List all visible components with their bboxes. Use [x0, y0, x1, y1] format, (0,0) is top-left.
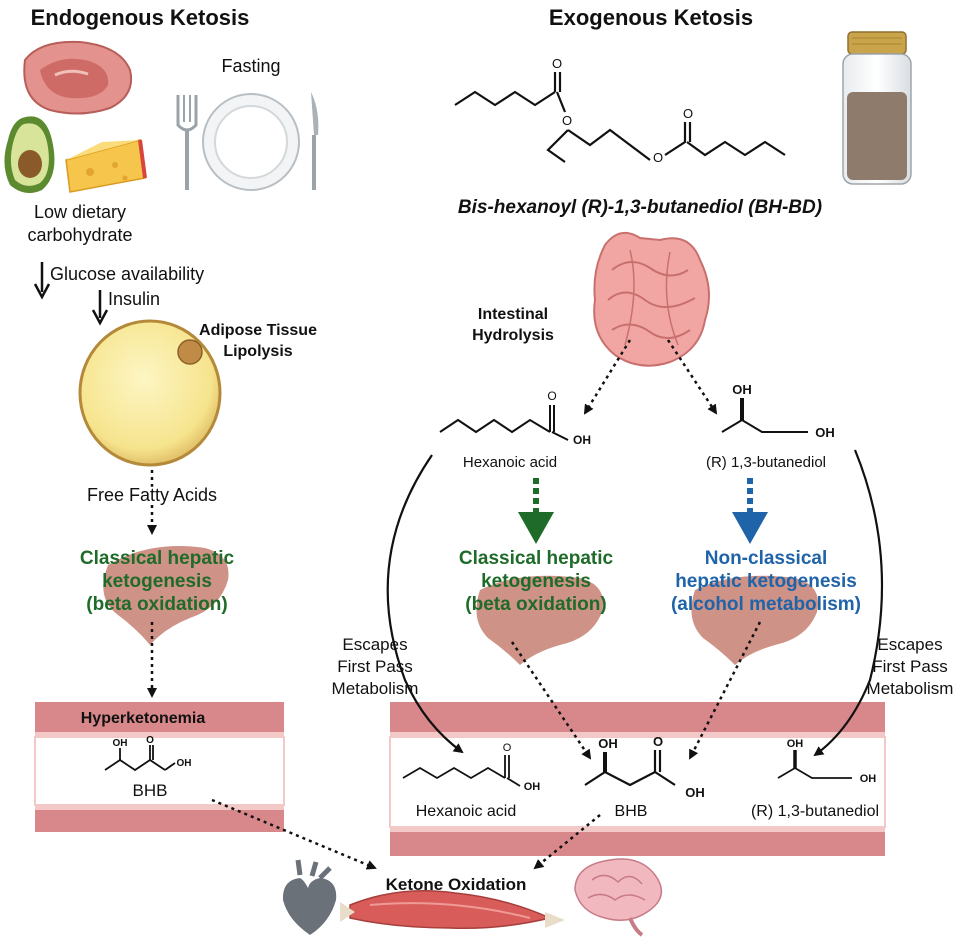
bh-bd-o1: O: [552, 56, 562, 71]
escape-left-line2: First Pass: [337, 657, 413, 676]
bhb-structure-left: [104, 745, 176, 772]
butanediol-top-oh2: OH: [815, 425, 835, 440]
heart-icon: [282, 859, 337, 935]
hyperketonemia-label: Hyperketonemia: [81, 710, 206, 727]
butanediol-structure-blood: [777, 750, 852, 779]
butanediol-top-oh1: OH: [732, 382, 752, 397]
adipose-label-line1: Adipose Tissue: [199, 322, 317, 339]
classical-line1: Classical hepatic: [459, 548, 614, 569]
butanediol-label-top: (R) 1,3-butanediol: [706, 454, 826, 471]
butanediol-blood-oh2: OH: [860, 773, 877, 785]
escape-left-line3: Metabolism: [332, 679, 419, 698]
intestine-icon: [593, 231, 710, 367]
escape-right-line2: First Pass: [872, 657, 948, 676]
insulin-label: Insulin: [108, 289, 160, 309]
butanediol-blood-oh1: OH: [787, 738, 804, 750]
exogenous-title: Exogenous Ketosis: [549, 5, 753, 30]
butanediol-label-blood: (R) 1,3-butanediol: [751, 803, 879, 820]
left-liver-label-line3: (beta oxidation): [86, 594, 227, 615]
intestine-label-line1: Intestinal: [478, 306, 548, 323]
hexanoic-label-blood: Hexanoic acid: [416, 803, 517, 820]
nonclassical-line1: Non-classical: [705, 548, 828, 569]
intestine-label-line2: Hydrolysis: [472, 327, 554, 344]
blood-vessel-right: [389, 702, 886, 856]
arrow-left-bhb-to-oxidation: [211, 798, 377, 870]
classical-line3: (beta oxidation): [465, 594, 606, 615]
hexanoic-label-top: Hexanoic acid: [463, 454, 557, 471]
brain-icon: [574, 858, 663, 937]
bh-bd-o3: O: [653, 150, 663, 165]
hexanoic-top-oh: OH: [573, 433, 591, 447]
arrow-escape-left: [386, 454, 464, 754]
butanediol-structure-top: [721, 398, 808, 433]
diet-label-line2: carbohydrate: [27, 225, 132, 245]
escape-right-line1: Escapes: [877, 635, 942, 654]
liver-icon-right: [691, 575, 819, 665]
hexanoic-structure-blood: [402, 755, 521, 787]
down-arrow-insulin-icon: [91, 290, 109, 326]
adipose-label-line2: Lipolysis: [223, 343, 292, 360]
classical-line2: ketogenesis: [481, 571, 591, 592]
diet-label-line1: Low dietary: [34, 202, 126, 222]
bh-bd-structure: [454, 72, 786, 163]
arrow-intestine-to-hexanoic: [583, 339, 632, 415]
cheese-icon: [65, 139, 147, 193]
glucose-label: Glucose availability: [50, 264, 204, 284]
bhb-left-oh2: OH: [113, 738, 128, 749]
green-arrow: [518, 478, 554, 544]
bhb-left-label: BHB: [133, 781, 168, 800]
arrow-classical-to-bhb: [510, 641, 592, 760]
steak-icon: [23, 40, 132, 115]
ffa-label: Free Fatty Acids: [87, 485, 217, 505]
plate-icon: [202, 93, 300, 191]
nonclassical-line3: (alcohol metabolism): [671, 594, 861, 615]
hexanoic-structure-top: [439, 405, 569, 441]
hexanoic-blood-oh: OH: [524, 781, 541, 793]
arrow-escape-right: [813, 449, 884, 757]
vial-icon: [842, 31, 912, 185]
fasting-label: Fasting: [221, 56, 280, 76]
bhb-blood-o: O: [653, 734, 663, 749]
compound-label: Bis-hexanoyl (R)-1,3-butanediol (BH-BD): [458, 197, 822, 218]
down-arrow-glucose-icon: [33, 262, 51, 300]
bhb-left-o: O: [146, 735, 154, 746]
knife-icon: [311, 92, 319, 190]
left-liver-label-line2: ketogenesis: [102, 571, 212, 592]
ketone-oxidation-label: Ketone Oxidation: [386, 875, 527, 894]
fork-icon: [176, 95, 198, 190]
liver-icon-left: [103, 546, 229, 645]
bhb-blood-oh2: OH: [685, 785, 705, 800]
bhb-structure-blood: [584, 750, 676, 787]
nonclassical-line2: hepatic ketogenesis: [675, 571, 857, 592]
bh-bd-o2: O: [562, 113, 572, 128]
bh-bd-o4: O: [683, 106, 693, 121]
bhb-left-oh1: OH: [177, 758, 192, 769]
bhb-label-blood: BHB: [615, 803, 648, 820]
adipocyte-icon: [78, 319, 222, 467]
muscle-icon: [340, 889, 565, 930]
liver-icon-middle: [476, 575, 604, 665]
bhb-blood-oh1: OH: [598, 736, 618, 751]
hexanoic-blood-o: O: [503, 742, 512, 754]
arrow-nonclassical-to-bhb: [688, 621, 762, 760]
blue-arrow: [732, 478, 768, 544]
blood-vessel-left: [34, 702, 285, 832]
avocado-icon: [4, 116, 55, 194]
left-liver-label-line1: Classical hepatic: [80, 548, 235, 569]
hexanoic-top-o: O: [547, 389, 556, 403]
arrow-intestine-to-butanediol: [666, 339, 718, 415]
escape-left-line1: Escapes: [342, 635, 407, 654]
escape-right-line3: Metabolism: [867, 679, 954, 698]
endogenous-title: Endogenous Ketosis: [31, 5, 250, 30]
